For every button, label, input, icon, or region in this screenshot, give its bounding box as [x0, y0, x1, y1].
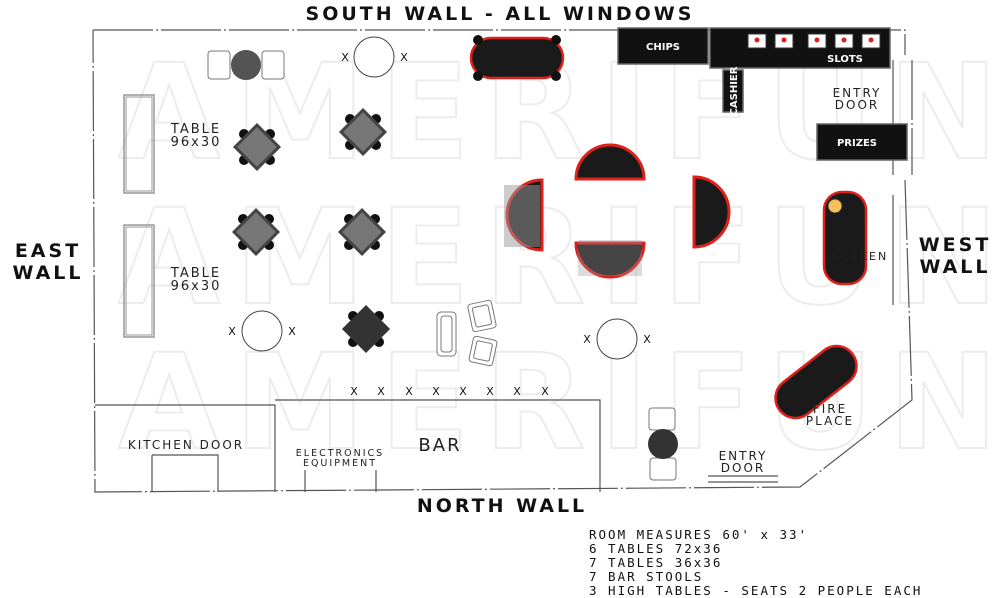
table-label-top-2: 96x30	[171, 135, 222, 150]
lounge-chairs	[436, 299, 498, 367]
bar-stool: X	[405, 385, 413, 398]
round-table-3	[596, 318, 638, 360]
long-table-top	[123, 94, 155, 194]
cashier-label: CASHIER	[729, 66, 740, 115]
bar-stool: X	[432, 385, 440, 398]
bar-stool: X	[541, 385, 549, 398]
game-table-half-right	[692, 175, 731, 249]
high-table-north	[648, 407, 678, 481]
chips-station	[617, 27, 709, 65]
prizes-label: PRIZES	[837, 138, 877, 149]
south-wall-label: SOUTH WALL - ALL WINDOWS	[306, 3, 695, 25]
cashier-station	[722, 69, 744, 113]
x-mark: X	[228, 325, 236, 338]
bar-label: BAR	[418, 435, 461, 456]
legend: ROOM MEASURES 60' x 33' 6 TABLES 72x36 7…	[589, 527, 922, 598]
screen-label: SCREEN	[832, 250, 888, 263]
room-outline	[92, 29, 913, 493]
legend-line-1: ROOM MEASURES 60' x 33'	[589, 527, 808, 542]
legend-line-4: 7 BAR STOOLS	[589, 569, 703, 584]
prizes-station	[816, 123, 908, 161]
round-table-1	[353, 36, 395, 78]
east-wall-label-2: WALL	[12, 262, 83, 284]
game-table-half-left	[504, 178, 544, 252]
legend-line-5: 3 HIGH TABLES - SEATS 2 PEOPLE EACH	[589, 583, 922, 598]
bar-stool: X	[377, 385, 385, 398]
game-table-half-bottom	[574, 241, 646, 279]
long-table-bottom	[123, 224, 155, 338]
table-label-bottom-1: TABLE	[170, 266, 221, 281]
fireplace-label-2: PLACE	[806, 414, 854, 428]
entry-door-north-1: ENTRY	[719, 449, 768, 463]
east-wall-label-1: EAST	[15, 240, 81, 262]
bar-stool: X	[486, 385, 494, 398]
west-wall-label-1: WEST	[919, 234, 992, 256]
square-table-5	[341, 304, 391, 354]
game-table-south	[469, 35, 565, 81]
electronics-label-1: ELECTRONICS	[296, 448, 384, 459]
game-table-half-top	[574, 143, 646, 181]
bar-stool: X	[513, 385, 521, 398]
fireplace-label-1: FIRE	[813, 402, 847, 416]
table-label-top-1: TABLE	[170, 122, 221, 137]
slots-station	[709, 27, 891, 69]
square-table-2	[338, 107, 388, 157]
x-mark: X	[643, 333, 651, 346]
entry-door-north-2: DOOR	[721, 461, 765, 475]
north-wall-label: NORTH WALL	[417, 495, 587, 517]
bar-stool: X	[459, 385, 467, 398]
electronics-label-2: EQUIPMENT	[303, 458, 377, 469]
square-table-4	[337, 207, 387, 257]
entry-door-south-2: DOOR	[835, 98, 879, 112]
high-table-south	[207, 50, 285, 80]
round-table-2	[241, 310, 283, 352]
legend-line-2: 6 TABLES 72x36	[589, 541, 722, 556]
x-mark: X	[400, 51, 408, 64]
kitchen-door-label: KITCHEN DOOR	[128, 438, 244, 452]
bar-stool: X	[350, 385, 358, 398]
table-label-bottom-2: 96x30	[171, 279, 222, 294]
screen-table	[822, 190, 868, 286]
slots-label: SLOTS	[827, 54, 863, 65]
fireplace-table	[774, 344, 858, 420]
square-table-1	[232, 122, 282, 172]
legend-line-3: 7 TABLES 36x36	[589, 555, 722, 570]
chips-label: CHIPS	[646, 42, 680, 53]
x-mark: X	[583, 333, 591, 346]
square-table-3	[231, 207, 281, 257]
x-mark: X	[288, 325, 296, 338]
entry-door-south-1: ENTRY	[833, 86, 882, 100]
watermark-row-3: AMERIFUN	[118, 326, 1006, 480]
west-wall-label-2: WALL	[919, 256, 990, 278]
x-mark: X	[341, 51, 349, 64]
table-overlay	[578, 240, 642, 276]
